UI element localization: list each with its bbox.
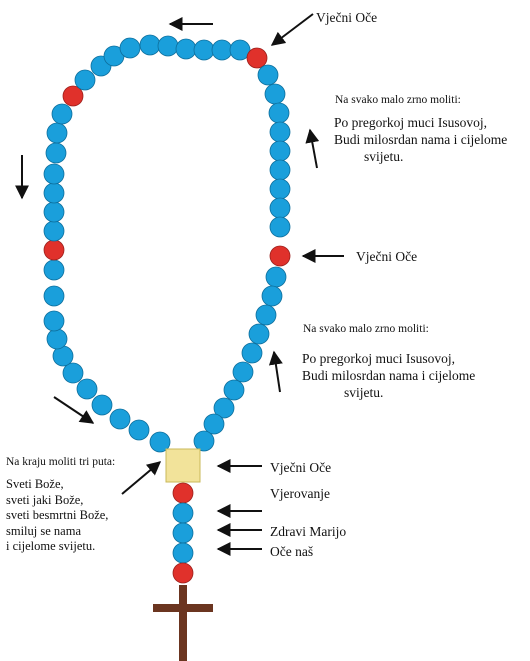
hail-bead <box>264 83 286 105</box>
hail-bead <box>172 522 194 544</box>
label-zdravi-marijo: Zdravi Marijo <box>270 524 347 539</box>
hail-bead <box>269 159 291 181</box>
end-instruction-line: smiluj se nama <box>6 523 81 538</box>
hail-bead <box>46 328 68 350</box>
hail-bead <box>43 201 65 223</box>
hail-bead <box>46 122 68 144</box>
arrow-pointer-icon <box>270 13 314 46</box>
hail-bead <box>248 323 270 345</box>
hail-bead <box>91 394 113 416</box>
our-father-bead <box>172 562 194 584</box>
hail-bead <box>268 102 290 124</box>
end-instruction-heading: Na kraju moliti tri puta: <box>6 456 116 468</box>
hail-bead <box>45 142 67 164</box>
arrow-up-icon <box>268 350 283 393</box>
hail-bead <box>203 413 225 435</box>
label-vjerovanje: Vjerovanje <box>270 486 330 501</box>
hail-bead <box>43 285 65 307</box>
hail-bead <box>255 304 277 326</box>
hail-bead <box>43 220 65 242</box>
arrows <box>15 13 344 556</box>
our-father-bead <box>43 239 65 261</box>
hail-bead <box>261 285 283 307</box>
hail-bead <box>74 69 96 91</box>
hail-bead <box>76 378 98 400</box>
hail-bead <box>43 182 65 204</box>
hail-bead <box>213 397 235 419</box>
lower-instruction-line: svijetu. <box>344 385 384 400</box>
hail-bead <box>232 361 254 383</box>
arrow-pointer-icon <box>53 396 95 424</box>
hail-bead <box>241 342 263 364</box>
hail-bead <box>172 542 194 564</box>
hail-bead <box>157 35 179 57</box>
lower-instruction-line: Po pregorkoj muci Isusovoj, <box>302 351 455 366</box>
hail-bead <box>43 163 65 185</box>
bead-loop <box>43 34 291 453</box>
hail-bead <box>43 259 65 281</box>
upper-instruction-line: Po pregorkoj muci Isusovoj, <box>334 115 487 130</box>
hail-bead <box>269 197 291 219</box>
hail-bead <box>211 39 233 61</box>
upper-instruction-text: Po pregorkoj muci Isusovoj, Budi milosrd… <box>334 114 507 165</box>
hail-bead <box>172 502 194 524</box>
hail-bead <box>109 408 131 430</box>
end-instruction-line: sveti jaki Bože, <box>6 492 84 507</box>
hail-bead <box>119 37 141 59</box>
label-vjecni-oce-medal: Vječni Oče <box>270 460 332 475</box>
hail-bead <box>269 178 291 200</box>
hail-bead <box>175 38 197 60</box>
upper-instruction-line: svijetu. <box>364 149 404 164</box>
hail-bead <box>229 39 251 61</box>
end-instruction-text: Sveti Bože, sveti jaki Bože, sveti besmr… <box>6 477 108 555</box>
arrow-pointer-icon <box>121 461 162 495</box>
label-vjecni-oce-mid: Vječni Oče <box>356 249 418 264</box>
hail-bead <box>269 216 291 238</box>
hail-bead <box>223 379 245 401</box>
upper-instruction-heading: Na svako malo zrno moliti: <box>335 94 461 106</box>
lower-instruction-line: Budi milosrdan nama i cijelome <box>302 368 476 383</box>
stem-beads <box>172 482 194 584</box>
lower-instruction-text: Po pregorkoj muci Isusovoj, Budi milosrd… <box>302 350 475 401</box>
end-instruction-line: sveti besmrtni Bože, <box>6 508 109 522</box>
arrow-up-icon <box>305 128 320 169</box>
our-father-bead <box>172 482 194 504</box>
hail-bead <box>139 34 161 56</box>
hail-bead <box>128 419 150 441</box>
label-vjecni-oce-top: Vječni Oče <box>316 10 378 25</box>
our-father-bead <box>62 85 84 107</box>
cross-icon <box>153 585 213 661</box>
hail-bead <box>193 39 215 61</box>
lower-instruction-heading: Na svako malo zrno moliti: <box>303 323 429 335</box>
hail-bead <box>257 64 279 86</box>
hail-bead <box>51 103 73 125</box>
label-oce-nas: Oče naš <box>270 544 314 559</box>
end-instruction-line: i cijelome svijetu. <box>6 539 96 553</box>
medal <box>165 448 201 483</box>
hail-bead <box>269 140 291 162</box>
hail-bead <box>62 362 84 384</box>
hail-bead <box>149 431 171 453</box>
upper-instruction-line: Budi milosrdan nama i cijelome <box>334 132 508 147</box>
our-father-bead <box>269 245 291 267</box>
hail-bead <box>269 121 291 143</box>
end-instruction-line: Sveti Bože, <box>6 477 64 491</box>
hail-bead <box>43 310 65 332</box>
hail-bead <box>193 430 215 452</box>
our-father-bead <box>246 47 268 69</box>
hail-bead <box>265 266 287 288</box>
